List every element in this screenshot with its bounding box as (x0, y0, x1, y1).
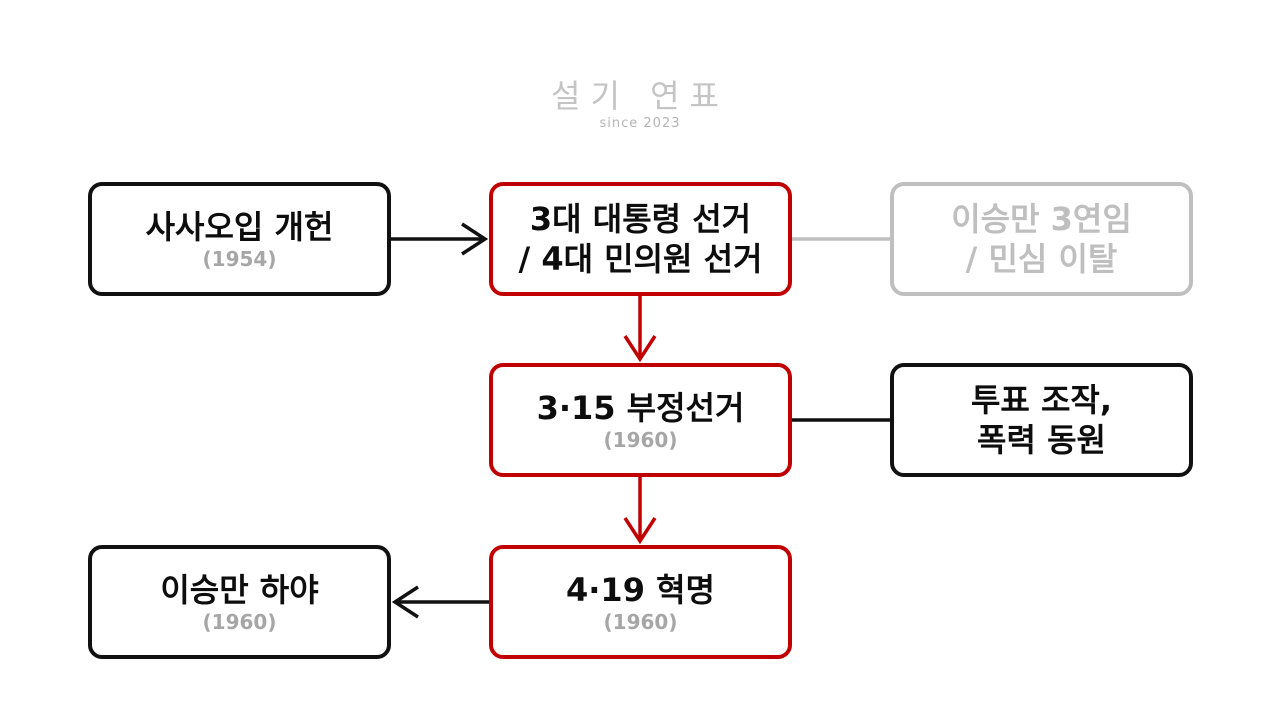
node-revolution-year: (1960) (603, 610, 678, 634)
node-amendment: 사사오입 개헌 (1954) (88, 182, 391, 296)
node-election-line1: 3대 대통령 선거 (529, 200, 752, 238)
node-resignation-year: (1960) (202, 610, 277, 634)
node-fraud-election-title: 3·15 부정선거 (536, 389, 745, 427)
node-third-term-line2: / 민심 이탈 (965, 240, 1118, 278)
arrowhead-election-to-fraud (623, 335, 657, 363)
node-fraud-election: 3·15 부정선거 (1960) (489, 363, 792, 477)
node-resignation: 이승만 하야 (1960) (88, 545, 391, 659)
logo: 설기 연표 since 2023 (540, 76, 740, 132)
node-election-line2: / 4대 민의원 선거 (518, 240, 763, 278)
arrowhead-fraud-to-revolution (623, 517, 657, 545)
node-amendment-year: (1954) (202, 247, 277, 271)
logo-title: 설기 연표 (551, 77, 729, 115)
logo-subtitle: since 2023 (599, 116, 681, 131)
node-amendment-title: 사사오입 개헌 (145, 208, 334, 246)
node-election: 3대 대통령 선거 / 4대 민의원 선거 (489, 182, 792, 296)
arrowhead-amendment-to-election (461, 222, 489, 256)
arrowhead-revolution-to-resign (391, 585, 419, 619)
node-third-term: 이승만 3연임 / 민심 이탈 (890, 182, 1193, 296)
node-vote-rigging-line1: 투표 조작, (970, 381, 1113, 419)
node-fraud-election-year: (1960) (603, 428, 678, 452)
node-vote-rigging: 투표 조작, 폭력 동원 (890, 363, 1193, 477)
node-vote-rigging-line2: 폭력 동원 (977, 421, 1106, 459)
node-resignation-title: 이승만 하야 (160, 571, 319, 609)
node-third-term-line1: 이승만 3연임 (951, 200, 1132, 238)
node-revolution-title: 4·19 혁명 (566, 571, 715, 609)
node-revolution: 4·19 혁명 (1960) (489, 545, 792, 659)
